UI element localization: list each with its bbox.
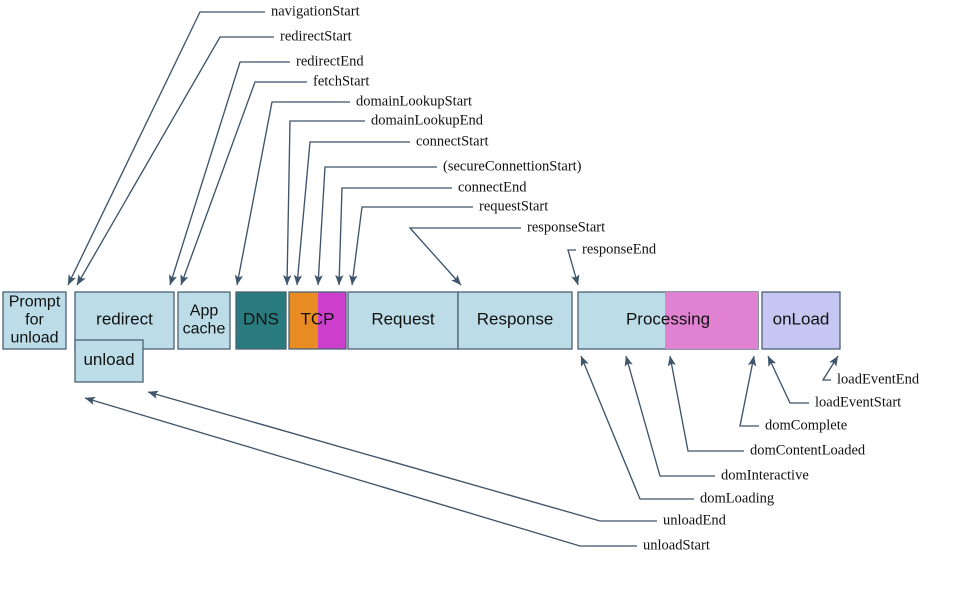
bottom-event-labels: loadEventEnd loadEventStart domComplete dom… — [643, 371, 920, 553]
event-label-loadEventStart: loadEventStart — [815, 394, 901, 410]
phase-label-processing: Processing — [626, 310, 710, 329]
bottom-leader-lines — [84, 355, 839, 547]
phase-box-dns — [235, 291, 287, 350]
event-label-redirectStart: redirectStart — [280, 28, 352, 44]
phase-label-tcp: TCP — [301, 310, 335, 329]
event-label-domLoading: domLoading — [700, 490, 774, 506]
leader-line-unloadStart — [84, 396, 637, 547]
leader-line-navigationStart — [67, 11, 265, 286]
event-label-redirectEnd: redirectEnd — [296, 53, 364, 69]
leader-line-loadEventEnd — [821, 355, 839, 381]
top-leader-lines — [67, 11, 580, 286]
event-label-loadEventEnd: loadEventEnd — [837, 371, 920, 387]
phase-box-processing-pink — [665, 292, 758, 349]
event-label-responseStart: responseStart — [527, 219, 605, 235]
leader-line-responseStart — [408, 227, 521, 286]
phase-box-request — [347, 291, 459, 350]
leader-line-domContentLoaded — [667, 355, 744, 452]
leader-line-loadEventStart — [767, 355, 809, 404]
top-event-labels: navigationStart redirectStart redirectEnd f… — [271, 3, 657, 257]
event-label-domInteractive: domInteractive — [721, 467, 809, 483]
phase-box-unload — [74, 339, 144, 383]
leader-line-domainLookupStart — [234, 101, 350, 286]
event-label-requestStart: requestStart — [479, 198, 548, 214]
leader-line-connectStart — [293, 141, 410, 286]
phase-box-prompt-for-unload — [2, 291, 67, 350]
phase-label-response: Response — [477, 310, 554, 329]
phase-box-onload — [761, 291, 841, 350]
event-label-domContentLoaded: domContentLoaded — [750, 442, 866, 458]
leader-line-domInteractive — [624, 355, 715, 477]
leader-line-unloadEnd — [147, 390, 657, 522]
leader-line-redirectEnd — [168, 61, 290, 286]
event-label-responseEnd: responseEnd — [582, 241, 657, 257]
leader-line-connectEnd — [335, 187, 452, 286]
leader-line-redirectStart — [76, 36, 274, 286]
phase-label-request: Request — [371, 310, 435, 329]
event-label-connectEnd: connectEnd — [458, 179, 527, 195]
phase-label-redirect: redirect — [96, 310, 153, 329]
leader-line-domComplete — [739, 355, 759, 427]
event-label-connectStart: connectStart — [416, 133, 488, 149]
leader-line-fetchStart — [180, 81, 307, 286]
phase-box-tcp — [288, 291, 347, 350]
leader-line-secureConnectionStart — [314, 166, 437, 286]
event-label-domainLookupStart: domainLookupStart — [356, 93, 472, 109]
event-label-navigationStart: navigationStart — [271, 3, 360, 19]
phase-box-response — [457, 291, 573, 350]
phase-box-app-cache — [177, 291, 231, 350]
phase-label-dns: DNS — [243, 310, 279, 329]
leader-line-domLoading — [580, 355, 694, 500]
phase-label-unload: unload — [83, 350, 134, 369]
phase-box-tcp-ssl — [318, 292, 346, 349]
leader-line-requestStart — [349, 206, 473, 286]
event-label-unloadEnd: unloadEnd — [663, 512, 727, 528]
event-label-domainLookupEnd: domainLookupEnd — [371, 112, 484, 128]
leader-line-responseEnd — [567, 249, 580, 286]
event-label-secureConnectionStart: (secureConnettionStart) — [443, 158, 582, 174]
event-label-fetchStart: fetchStart — [313, 73, 369, 89]
event-label-unloadStart: unloadStart — [643, 537, 710, 553]
leader-line-domainLookupEnd — [282, 120, 365, 286]
phase-box-tcp-orange — [289, 292, 318, 349]
event-label-domComplete: domComplete — [765, 417, 847, 433]
phase-label-onload: onLoad — [773, 310, 830, 329]
